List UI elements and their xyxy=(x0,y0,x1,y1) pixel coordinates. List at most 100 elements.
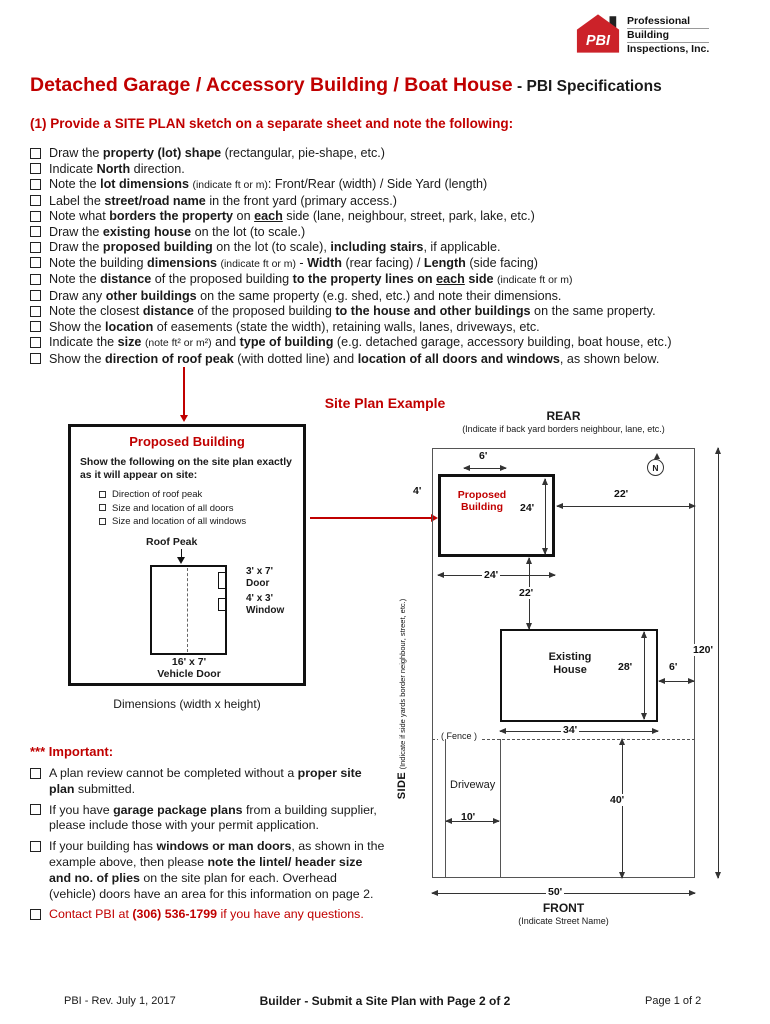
page-title: Detached Garage / Accessory Building / B… xyxy=(30,74,662,97)
existing-house-label: Existing House xyxy=(548,651,592,676)
site-plan-example-heading: Site Plan Example xyxy=(324,395,446,411)
example-caption: Dimensions (width x height) xyxy=(113,697,261,711)
dim-driveway-width-label: 10' xyxy=(459,811,478,823)
fence-label: ( Fence ) xyxy=(438,731,481,741)
red-arrow-right-icon xyxy=(310,514,438,522)
checkbox[interactable] xyxy=(99,490,106,498)
rear-label: REAR xyxy=(546,409,581,423)
checklist-item: If you have garage package plans from a … xyxy=(30,803,386,835)
checklist-item-text: Draw the property (lot) shape (rectangul… xyxy=(49,146,385,160)
dim-house-width-label: 34' xyxy=(561,724,580,736)
checklist-item-text: Note the closest distance of the propose… xyxy=(49,304,656,318)
dim-rear-setback-label: 6' xyxy=(477,450,490,462)
checkbox[interactable] xyxy=(99,517,106,525)
logo-line: Inspections, Inc. xyxy=(627,43,710,55)
checklist-item: Label the street/road name in the front … xyxy=(30,194,748,209)
checklist-item-text: Show the location of easements (state th… xyxy=(49,319,540,334)
checklist-item: Show the direction of roof peak (with do… xyxy=(30,352,748,367)
dim-gap-to-house-label: 22' xyxy=(517,587,536,599)
checklist-item: Direction of roof peak xyxy=(99,489,289,500)
window-size: 4' x 3' xyxy=(246,593,273,604)
checklist-item-text: Draw the existing house on the lot (to s… xyxy=(49,224,306,239)
front-label: FRONT xyxy=(542,901,585,915)
footer-instruction: Builder - Submit a Site Plan with Page 2… xyxy=(259,994,511,1008)
checklist-item: Note the closest distance of the propose… xyxy=(30,304,748,319)
checklist-item-text: If your building has windows or man door… xyxy=(49,839,385,901)
checklist-item-text: Draw any other buildings on the same pro… xyxy=(49,288,562,303)
checkbox[interactable] xyxy=(30,273,41,285)
checklist-item: Note the lot dimensions (indicate ft or … xyxy=(30,177,748,193)
checklist-item: Indicate the size (note ft² or m²) and t… xyxy=(30,335,748,351)
dim-house-right-setback-label: 6' xyxy=(667,661,680,673)
driveway-label: Driveway xyxy=(450,779,496,791)
checkbox[interactable] xyxy=(30,804,41,816)
checkbox[interactable] xyxy=(30,840,41,852)
door-size: 3' x 7' xyxy=(246,566,273,577)
dim-line-house-right-setback xyxy=(658,678,695,684)
checkbox[interactable] xyxy=(30,163,41,174)
section-heading: (1) Provide a SITE PLAN sketch on a sepa… xyxy=(30,116,514,131)
existing-house-outline xyxy=(500,629,658,722)
driveway-left-line xyxy=(445,739,446,878)
checkbox[interactable] xyxy=(99,504,106,511)
checklist-item-text: A plan review cannot be completed withou… xyxy=(49,766,362,796)
fence-line xyxy=(432,739,695,740)
checklist-item: Indicate North direction. xyxy=(30,162,748,177)
example-box-title: Proposed Building xyxy=(129,434,245,449)
checkbox[interactable] xyxy=(30,908,41,920)
dim-line-driveway-width xyxy=(445,818,500,824)
checklist-item: Draw any other buildings on the same pro… xyxy=(30,289,748,304)
checklist-item: Note the building dimensions (indicate f… xyxy=(30,256,748,272)
checkbox[interactable] xyxy=(30,178,41,190)
roof-peak-label: Roof Peak xyxy=(146,536,198,548)
dim-house-depth-label: 28' xyxy=(616,661,635,673)
checklist-item-text: Size and location of all windows xyxy=(112,516,247,527)
property-boundary xyxy=(432,448,695,878)
dim-line-building-depth xyxy=(542,478,548,555)
checkbox[interactable] xyxy=(30,767,41,779)
checkbox[interactable] xyxy=(30,226,41,237)
dim-front-yard-label: 40' xyxy=(608,794,627,806)
proposed-building-label: Proposed Building xyxy=(457,489,507,513)
checklist-item: Draw the proposed building on the lot (t… xyxy=(30,240,748,255)
checkbox[interactable] xyxy=(30,210,41,222)
pbi-monogram: PBI xyxy=(586,33,611,49)
roof-peak-arrow-icon xyxy=(177,549,185,564)
example-box-intro: Show the following on the site plan exac… xyxy=(80,457,292,481)
checklist-item-text: Indicate the size (note ft² or m²) and t… xyxy=(49,335,672,349)
important-checklist: A plan review cannot be completed withou… xyxy=(30,766,386,902)
checkbox[interactable] xyxy=(30,195,41,206)
site-plan-checklist: Draw the property (lot) shape (rectangul… xyxy=(30,146,748,367)
checkbox[interactable] xyxy=(30,147,41,159)
door-size-label: 3' x 7' Door xyxy=(246,566,273,589)
page-title-main: Detached Garage / Accessory Building / B… xyxy=(30,74,513,96)
checklist-item-text: Show the direction of roof peak (with do… xyxy=(49,351,660,366)
page-title-suffix: - PBI Specifications xyxy=(517,78,662,95)
example-building-outline xyxy=(150,565,227,655)
pbi-house-icon: PBI xyxy=(576,14,620,53)
driveway-right-line xyxy=(500,739,501,878)
contact-row: Contact PBI at (306) 536-1799 if you hav… xyxy=(30,907,386,923)
contact-text: Contact PBI at (306) 536-1799 if you hav… xyxy=(49,907,364,922)
checkbox[interactable] xyxy=(30,321,41,332)
checkbox[interactable] xyxy=(30,336,41,348)
checklist-item: Note what borders the property on each s… xyxy=(30,209,748,224)
dim-line-house-depth xyxy=(641,631,647,720)
side-label: SIDE (Indicate if side yards border neig… xyxy=(396,598,408,800)
window-size-label: 4' x 3' Window xyxy=(246,593,284,616)
checkbox[interactable] xyxy=(30,353,41,364)
dim-line-front-yard xyxy=(619,738,625,879)
vehicle-door-word: Vehicle Door xyxy=(157,667,221,680)
dim-building-depth-label: 24' xyxy=(518,502,537,514)
red-arrow-down-icon xyxy=(180,367,188,422)
dim-building-width-label: 24' xyxy=(482,569,501,581)
example-box-frame xyxy=(68,424,306,686)
checkbox[interactable] xyxy=(30,290,41,301)
front-note: (Indicate Street Name) xyxy=(518,916,609,926)
checkbox[interactable] xyxy=(30,257,41,268)
checkbox[interactable] xyxy=(30,305,41,317)
checklist-item: Show the location of easements (state th… xyxy=(30,320,748,335)
window-word: Window xyxy=(246,604,285,616)
checkbox[interactable] xyxy=(30,241,41,253)
